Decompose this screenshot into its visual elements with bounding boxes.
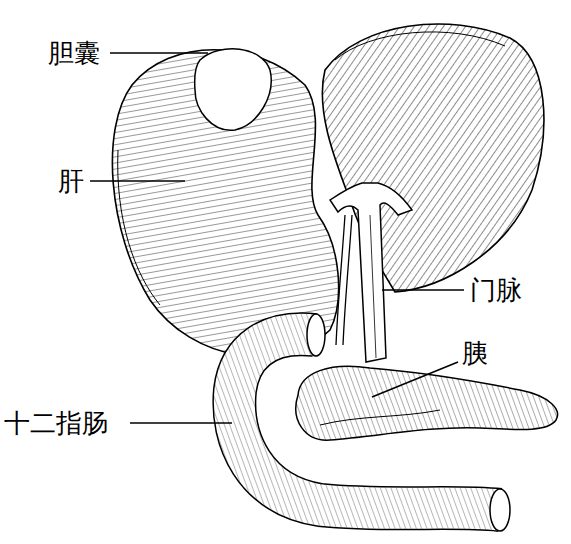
- part-label: 门脉: [470, 275, 522, 305]
- part-label: 胆囊: [48, 38, 100, 68]
- leader-lines: [90, 53, 464, 423]
- part-label: 十二指肠: [4, 408, 108, 438]
- gallbladder: [195, 49, 272, 130]
- liver-left-lobe: [112, 50, 338, 357]
- pancreas: [296, 366, 558, 440]
- liver-right-lobe: [322, 24, 544, 292]
- portal-vein: [330, 183, 412, 362]
- part-label: 胰: [462, 338, 488, 368]
- part-label: 肝: [58, 166, 84, 196]
